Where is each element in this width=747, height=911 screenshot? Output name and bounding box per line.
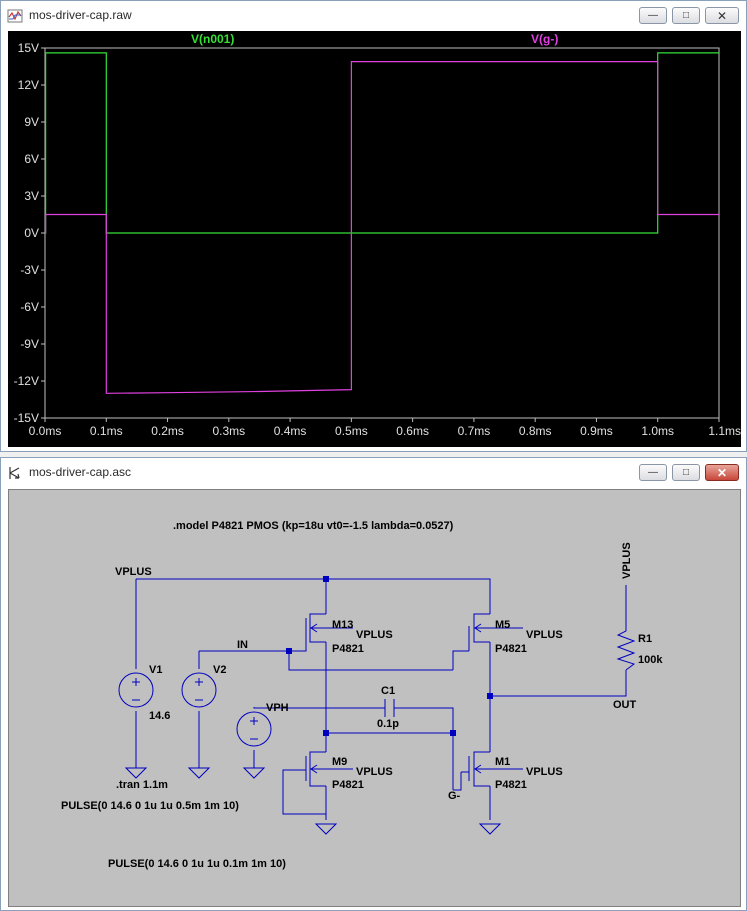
x-tick-label: 1.0ms	[641, 424, 674, 438]
x-tick-label: 1.1ms	[708, 424, 741, 438]
v2-pulse-text[interactable]: PULSE(0 14.6 0 1u 1u 0.5m 1m 10)	[61, 800, 239, 812]
net-label-vplus-vertical: VPLUS	[621, 542, 633, 579]
m9-transistor-icon	[305, 751, 331, 787]
x-tick-label: 0.8ms	[519, 424, 552, 438]
maximize-icon: □	[682, 466, 690, 478]
schematic-drawing[interactable]: .model P4821 PMOS (kp=18u vt0=-1.5 lambd…	[9, 490, 740, 906]
schematic-file-icon	[9, 467, 20, 479]
voltage-sources	[118, 672, 272, 747]
m5-body: VPLUS	[526, 629, 563, 641]
legend-V(n001): V(n001)	[191, 32, 234, 46]
m1-model[interactable]: P4821	[495, 779, 527, 791]
plot-window: mos-driver-cap.raw — □ ✕ 15V 12V 9V 6V 3V 0V -…	[0, 0, 747, 452]
wire-junctions	[286, 576, 493, 736]
y-tick-label: 15V	[18, 41, 39, 55]
minimize-icon: —	[648, 9, 658, 21]
m1-name[interactable]: M1	[495, 756, 510, 768]
m1-body: VPLUS	[526, 766, 563, 778]
maximize-button[interactable]: □	[672, 7, 700, 24]
v1-name[interactable]: V1	[149, 664, 162, 676]
c1-value[interactable]: 0.1p	[377, 718, 399, 730]
waveform-file-icon	[7, 9, 23, 23]
r1-value[interactable]: 100k	[638, 654, 663, 666]
series-line-V(g-)	[44, 61, 719, 394]
v2-name[interactable]: V2	[213, 664, 226, 676]
x-tick-label: 0.1ms	[90, 424, 123, 438]
m9-name[interactable]: M9	[332, 756, 347, 768]
v1-source-icon	[118, 672, 154, 708]
maximize-button[interactable]: □	[672, 464, 700, 481]
v2-source-icon	[181, 672, 217, 708]
r1-name[interactable]: R1	[638, 633, 652, 645]
pmos-transistors	[305, 613, 495, 787]
minimize-button[interactable]: —	[639, 464, 667, 481]
plot-window-title: mos-driver-cap.raw	[29, 8, 132, 22]
vph-pulse-text[interactable]: PULSE(0 14.6 0 1u 1u 0.1m 1m 10)	[108, 858, 286, 870]
close-icon: ✕	[716, 8, 728, 23]
m9-body: VPLUS	[356, 766, 393, 778]
tran-directive[interactable]: .tran 1.1m	[116, 779, 168, 791]
legend-V(g-): V(g-)	[531, 32, 558, 46]
schematic-window-title: mos-driver-cap.asc	[29, 465, 132, 479]
m13-transistor-icon	[305, 613, 331, 643]
plot-titlebar[interactable]: mos-driver-cap.raw — □ ✕	[1, 1, 746, 31]
m5-transistor-icon	[468, 613, 495, 651]
capacitor-c1-icon	[384, 699, 395, 717]
x-tick-label: 0.3ms	[212, 424, 245, 438]
x-tick-label: 0.5ms	[335, 424, 368, 438]
resistor-r1-icon	[616, 625, 636, 671]
c1-name[interactable]: C1	[381, 685, 395, 697]
close-button[interactable]: ✕	[705, 464, 739, 481]
net-label-g-minus: G-	[448, 790, 461, 802]
net-label-out: OUT	[613, 699, 637, 711]
y-tick-label: -15V	[14, 411, 39, 425]
m13-body: VPLUS	[356, 629, 393, 641]
model-directive[interactable]: .model P4821 PMOS (kp=18u vt0=-1.5 lambd…	[173, 520, 454, 532]
maximize-icon: □	[682, 9, 690, 21]
ground-symbols	[124, 767, 502, 835]
y-tick-label: -12V	[14, 374, 39, 388]
wires	[135, 578, 627, 820]
x-tick-label: 0.6ms	[396, 424, 429, 438]
y-tick-label: 9V	[24, 115, 39, 129]
x-tick-label: 0.4ms	[274, 424, 307, 438]
y-tick-label: -9V	[20, 337, 39, 351]
vph-source-icon	[236, 711, 272, 747]
net-label-in: IN	[237, 639, 248, 651]
m13-model[interactable]: P4821	[332, 643, 364, 655]
m5-name[interactable]: M5	[495, 619, 510, 631]
close-button[interactable]: ✕	[705, 7, 739, 24]
series-line-V(n001)	[44, 52, 719, 234]
m1-transistor-icon	[461, 751, 495, 787]
body-connections	[331, 627, 523, 770]
y-tick-label: 6V	[24, 152, 39, 166]
minimize-icon: —	[648, 466, 658, 478]
close-icon: ✕	[716, 465, 728, 480]
m5-model[interactable]: P4821	[495, 643, 527, 655]
schematic-titlebar[interactable]: mos-driver-cap.asc — □ ✕	[1, 458, 746, 488]
minimize-button[interactable]: —	[639, 7, 667, 24]
x-tick-label: 0.9ms	[580, 424, 613, 438]
net-label-vplus: VPLUS	[115, 566, 152, 578]
y-tick-label: -3V	[20, 263, 39, 277]
y-tick-label: 3V	[24, 189, 39, 203]
y-tick-label: -6V	[20, 300, 39, 314]
x-tick-label: 0.7ms	[458, 424, 491, 438]
m13-name[interactable]: M13	[332, 619, 353, 631]
v1-value[interactable]: 14.6	[149, 710, 170, 722]
schematic-canvas[interactable]: .model P4821 PMOS (kp=18u vt0=-1.5 lambd…	[8, 489, 741, 907]
y-tick-label: 0V	[24, 226, 39, 240]
x-tick-label: 0.0ms	[29, 424, 62, 438]
m9-model[interactable]: P4821	[332, 779, 364, 791]
schematic-window: mos-driver-cap.asc — □ ✕ .model P4821 PM…	[0, 457, 747, 911]
y-tick-label: 12V	[18, 78, 39, 92]
net-label-vph: VPH	[266, 702, 289, 714]
x-tick-label: 0.2ms	[151, 424, 184, 438]
